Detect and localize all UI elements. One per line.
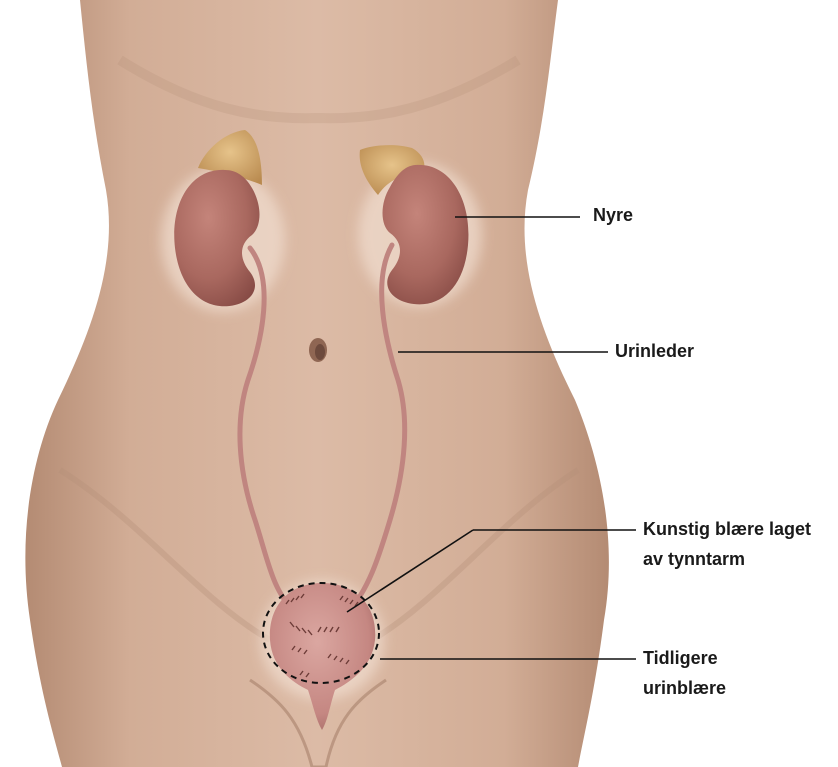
label-artificial-bladder-line1: Kunstig blære laget	[643, 516, 811, 543]
label-artificial-bladder-line2: av tynntarm	[643, 546, 745, 573]
label-ureter: Urinleder	[615, 338, 694, 365]
label-former-bladder-line2: urinblære	[643, 675, 726, 702]
label-former-bladder-line1: Tidligere	[643, 645, 718, 672]
label-kidney: Nyre	[593, 202, 633, 229]
